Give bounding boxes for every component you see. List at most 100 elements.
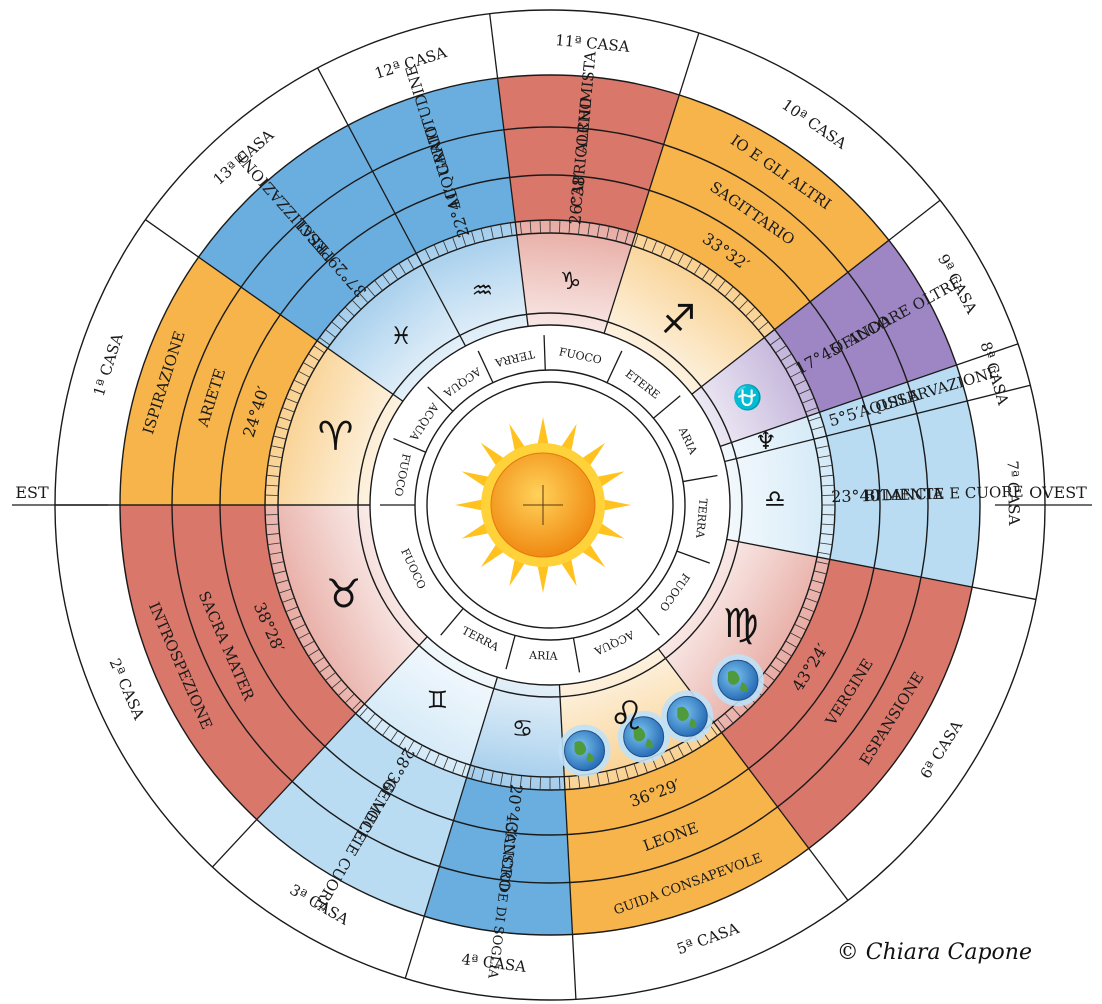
- tick-mark: [293, 379, 306, 387]
- tick-mark: [819, 542, 833, 546]
- element-divider: [636, 607, 660, 636]
- tick-mark: [578, 221, 581, 235]
- tick-mark: [642, 237, 648, 250]
- tick-mark: [519, 221, 522, 235]
- tick-mark: [480, 768, 485, 782]
- tick-mark: [424, 248, 432, 261]
- tick-mark: [271, 561, 285, 565]
- tick-mark: [769, 337, 781, 346]
- tick-mark: [500, 772, 504, 786]
- sector-band: [497, 75, 680, 234]
- sacra-mater-glyph-icon: ♉: [326, 572, 362, 618]
- tick-mark: [717, 719, 726, 730]
- tick-mark: [780, 648, 792, 657]
- tick-mark: [817, 455, 831, 459]
- tick-mark: [325, 329, 336, 338]
- sector-divider: [489, 13, 529, 327]
- vergine-glyph-icon: ♍: [723, 601, 759, 647]
- east-label: EST: [15, 483, 49, 502]
- tick-mark: [285, 397, 298, 404]
- ariete-glyph-icon: ♈: [318, 414, 354, 460]
- sector-band: [348, 78, 516, 254]
- tick-mark: [313, 345, 325, 354]
- tick-mark: [442, 240, 449, 253]
- tick-mark: [267, 464, 281, 468]
- tick-mark: [267, 542, 281, 546]
- pesci-glyph-icon: ♓: [390, 322, 412, 350]
- tick-mark: [433, 244, 440, 257]
- tick-mark: [289, 615, 302, 622]
- tick-mark: [265, 523, 279, 526]
- tick-mark: [568, 220, 571, 234]
- tick-mark: [724, 713, 734, 724]
- tick-mark: [758, 321, 769, 331]
- sector-divider: [603, 32, 700, 334]
- tick-mark: [269, 455, 283, 459]
- tick-mark: [668, 749, 676, 762]
- tick-mark: [701, 268, 710, 280]
- tick-mark: [452, 237, 458, 250]
- tick-mark: [278, 416, 292, 422]
- tick-mark: [794, 623, 807, 631]
- tick-mark: [811, 426, 825, 431]
- tick-mark: [624, 230, 629, 244]
- tick-mark: [808, 588, 822, 594]
- copyright-notice: © Chiara Capone: [836, 940, 1032, 965]
- tick-mark: [273, 570, 287, 575]
- tick-mark: [302, 640, 315, 648]
- house-label: 5ª CASA: [674, 919, 741, 958]
- tick-mark: [398, 263, 407, 275]
- tick-mark: [331, 321, 342, 331]
- tick-mark: [331, 679, 342, 689]
- tick-mark: [390, 730, 399, 742]
- tick-mark: [789, 632, 802, 640]
- sector-band: [120, 505, 356, 820]
- element-divider: [505, 635, 516, 670]
- tick-mark: [587, 222, 591, 236]
- tick-mark: [633, 233, 639, 247]
- tick-mark: [500, 224, 504, 238]
- tick-mark: [269, 551, 283, 555]
- tick-mark: [289, 388, 302, 395]
- tick-mark: [461, 233, 467, 247]
- tick-mark: [374, 280, 383, 291]
- tick-mark: [802, 606, 815, 613]
- tick-mark: [693, 263, 702, 275]
- element-label: ARIA: [528, 649, 559, 663]
- tick-mark: [813, 570, 827, 575]
- tick-mark: [351, 299, 362, 310]
- tick-mark: [407, 257, 415, 270]
- acquario-glyph-icon: ♒: [472, 276, 494, 304]
- house-label: 1ª CASA: [90, 331, 127, 398]
- earth-icons: [558, 654, 764, 777]
- tick-mark: [578, 775, 581, 789]
- tick-mark: [820, 533, 834, 536]
- house-label: 7ª CASA: [1003, 460, 1023, 525]
- element-divider: [652, 395, 681, 419]
- tick-mark: [724, 286, 734, 297]
- sign-label: BILANCIA: [864, 485, 944, 505]
- tick-mark: [731, 706, 741, 718]
- tick-mark: [308, 353, 320, 362]
- tick-mark: [624, 766, 629, 780]
- tick-mark: [745, 306, 756, 317]
- tick-mark: [738, 299, 749, 310]
- earth-land: [689, 718, 697, 728]
- tick-mark: [442, 757, 449, 770]
- leone-glyph-icon: ♌: [609, 693, 645, 739]
- earth-land: [645, 738, 653, 749]
- tick-mark: [785, 362, 798, 370]
- tick-mark: [337, 686, 349, 696]
- tick-mark: [606, 770, 610, 784]
- tick-mark: [490, 770, 494, 784]
- tick-mark: [509, 222, 513, 236]
- tick-mark: [337, 314, 349, 324]
- sector-divider: [404, 676, 498, 979]
- tick-mark: [615, 768, 620, 782]
- tick-mark: [606, 226, 610, 240]
- sagittario-glyph-icon: ♐: [660, 297, 696, 343]
- sector-band: [120, 257, 318, 505]
- tick-mark: [685, 257, 693, 270]
- tick-mark: [471, 230, 476, 244]
